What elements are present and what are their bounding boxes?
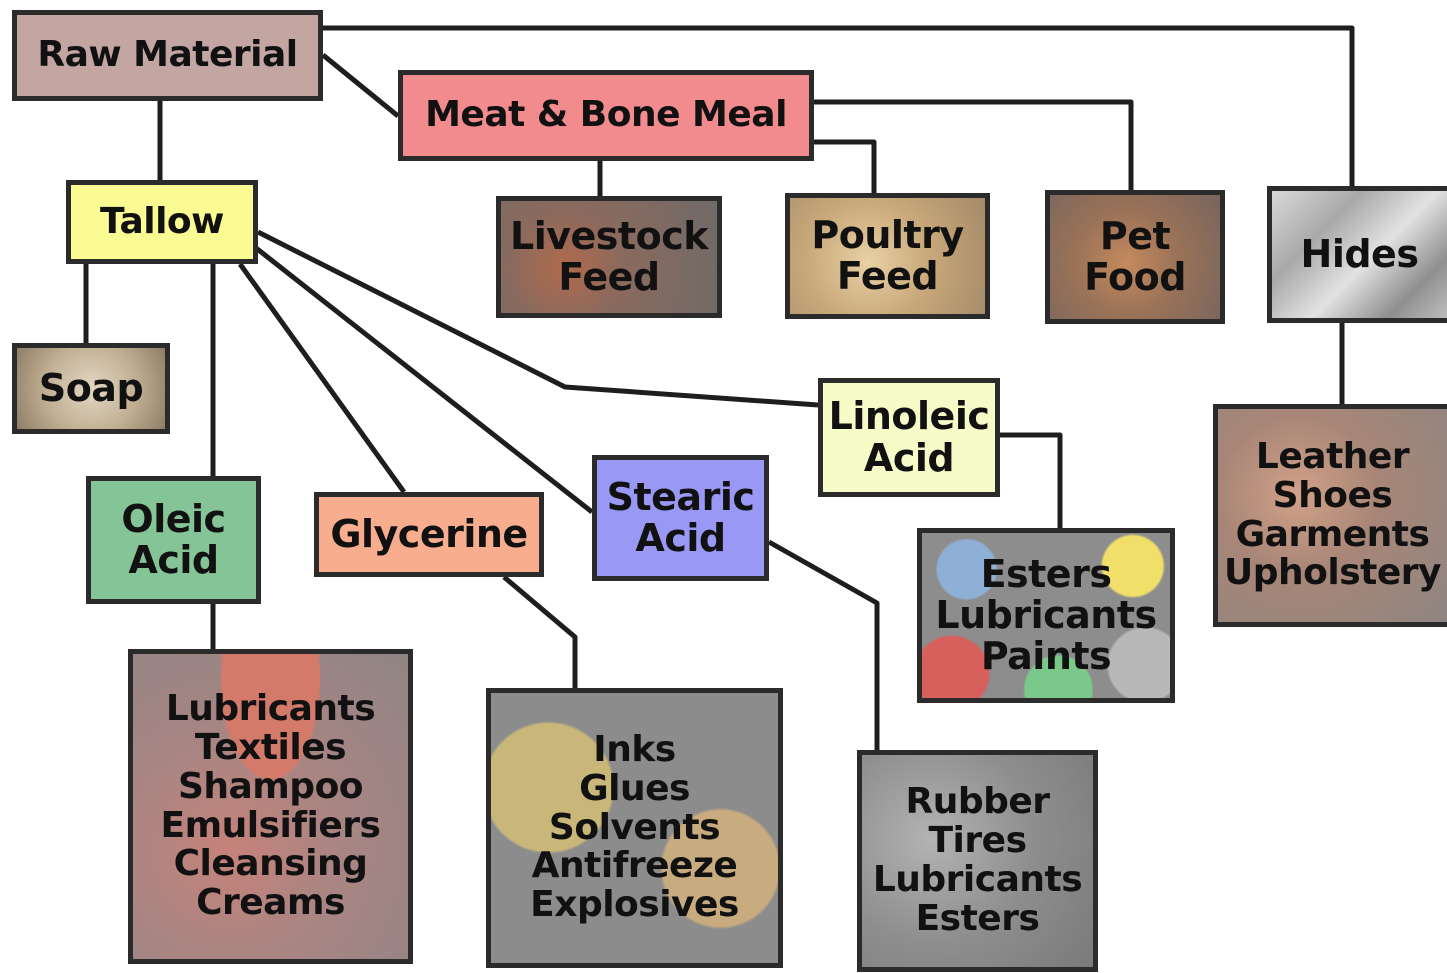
- connector-raw-meat: [323, 55, 398, 116]
- node-oleic-acid: Oleic Acid: [86, 476, 261, 604]
- node-label: Soap: [39, 368, 143, 409]
- connector-linoleic-uses: [1000, 435, 1060, 528]
- node-hides: Hides: [1267, 186, 1447, 323]
- node-linoleic-uses: Esters Lubricants Paints: [917, 528, 1175, 703]
- node-pet-food: Pet Food: [1045, 190, 1225, 324]
- node-label: Lubricants: [935, 595, 1156, 636]
- node-label: Lubricants: [166, 690, 375, 729]
- node-label: Feed: [837, 256, 938, 297]
- node-label: Antifreeze: [532, 847, 738, 886]
- connector-glycerine-uses: [504, 577, 575, 688]
- node-label: Food: [1084, 257, 1186, 298]
- node-label: Rubber: [905, 783, 1049, 822]
- node-label: Acid: [635, 518, 725, 559]
- node-label: Hides: [1301, 234, 1419, 275]
- node-label: Acid: [864, 438, 954, 479]
- node-label: Lubricants: [873, 861, 1082, 900]
- node-label: Stearic: [607, 477, 755, 518]
- node-label: Textiles: [195, 729, 346, 768]
- node-label: Creams: [196, 884, 345, 923]
- node-label: Livestock: [510, 216, 708, 257]
- node-label: Cleansing: [174, 845, 368, 884]
- node-tallow: Tallow: [66, 180, 258, 264]
- node-label: Emulsifiers: [161, 807, 381, 846]
- node-label: Garments: [1236, 516, 1430, 555]
- node-label: Shampoo: [178, 768, 363, 807]
- node-label: Esters: [981, 554, 1112, 595]
- node-glycerine-uses: Inks Glues Solvents Antifreeze Explosive…: [486, 688, 783, 968]
- node-label: Explosives: [530, 886, 739, 925]
- node-label: Shoes: [1273, 477, 1393, 516]
- node-label: Oleic: [121, 499, 225, 540]
- node-label: Raw Material: [37, 36, 297, 75]
- node-label: Tires: [929, 822, 1027, 861]
- connector-meat-pet: [814, 102, 1131, 190]
- node-glycerine: Glycerine: [314, 492, 544, 577]
- node-oleic-uses: Lubricants Textiles Shampoo Emulsifiers …: [128, 649, 413, 964]
- node-soap: Soap: [12, 343, 170, 434]
- node-label: Glycerine: [330, 514, 527, 555]
- node-linoleic-acid: Linoleic Acid: [818, 378, 1000, 497]
- node-poultry-feed: Poultry Feed: [785, 193, 990, 319]
- node-label: Upholstery: [1224, 554, 1441, 593]
- node-label: Linoleic: [829, 396, 990, 437]
- node-livestock-feed: Livestock Feed: [496, 196, 722, 318]
- node-hides-uses: Leather Shoes Garments Upholstery: [1213, 404, 1447, 627]
- node-stearic-uses: Rubber Tires Lubricants Esters: [857, 750, 1098, 972]
- node-label: Inks: [593, 731, 675, 770]
- node-label: Glues: [579, 770, 690, 809]
- node-stearic-acid: Stearic Acid: [592, 455, 769, 581]
- node-label: Acid: [128, 540, 218, 581]
- node-label: Paints: [981, 636, 1111, 677]
- connector-meat-poultry: [814, 142, 874, 193]
- node-raw-material: Raw Material: [12, 10, 323, 101]
- node-label: Leather: [1256, 438, 1409, 477]
- node-meat-bone-meal: Meat & Bone Meal: [398, 70, 814, 161]
- node-label: Esters: [916, 900, 1040, 939]
- node-label: Poultry: [811, 215, 963, 256]
- node-label: Meat & Bone Meal: [425, 96, 787, 135]
- node-label: Tallow: [100, 203, 224, 242]
- node-label: Feed: [558, 257, 659, 298]
- node-label: Solvents: [549, 809, 720, 848]
- connector-stearic-uses: [769, 542, 877, 750]
- node-label: Pet: [1100, 216, 1170, 257]
